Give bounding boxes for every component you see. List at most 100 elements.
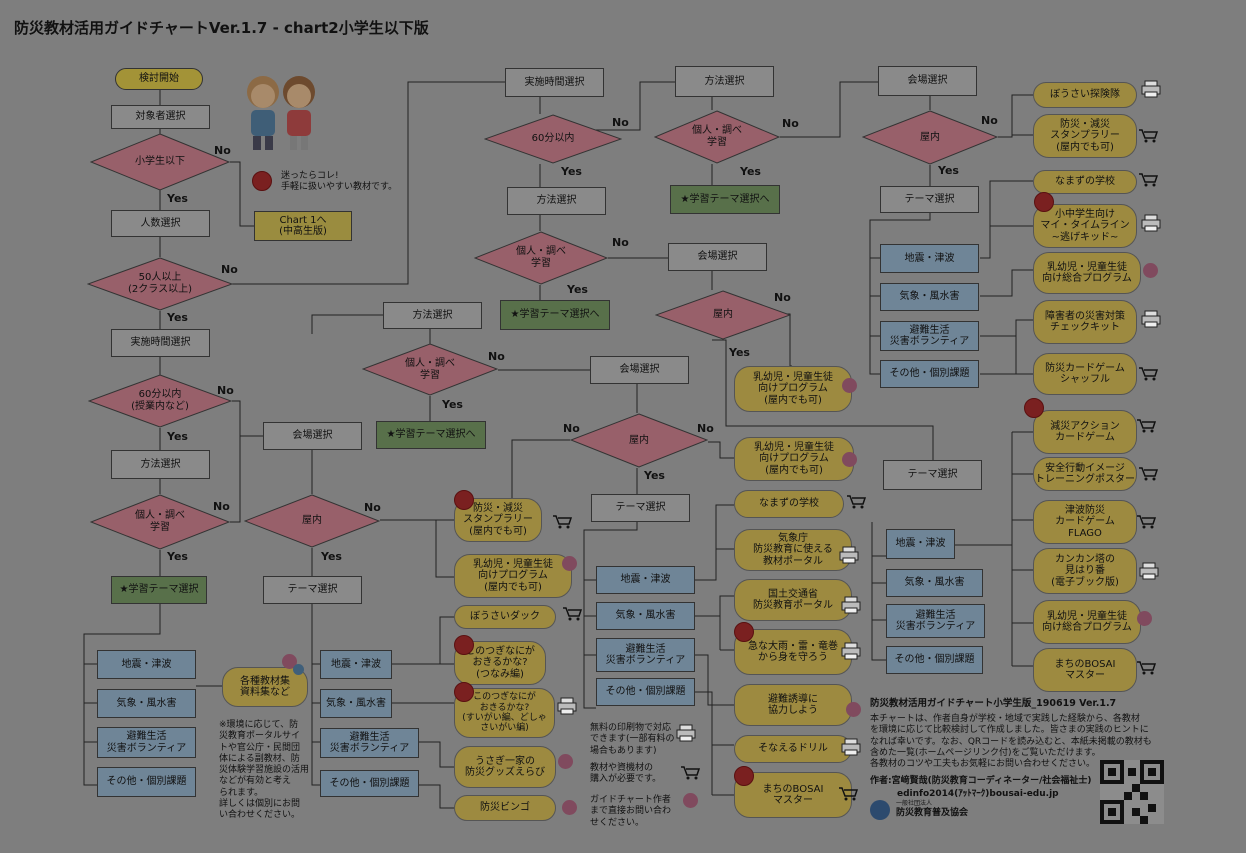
printer-icon — [676, 724, 696, 742]
node-shuffle[interactable]: 防災カードゲーム シャッフル — [1033, 353, 1137, 395]
node-other-3[interactable]: その他・個別課題 — [596, 678, 695, 706]
node-tankentai[interactable]: ぼうさい探険隊 — [1033, 82, 1137, 108]
node-evac-1[interactable]: 避難生活 災害ボランティア — [97, 727, 196, 758]
recommend-badge-icon — [734, 622, 754, 642]
node-bosai-2[interactable]: まちのBOSAI マスター — [1033, 648, 1137, 692]
node-kankan[interactable]: カンカン塔の 見はり番 (電子ブック版) — [1033, 548, 1137, 594]
label-no: No — [612, 116, 629, 129]
node-venue-1: 会場選択 — [263, 422, 362, 450]
node-quake-5[interactable]: 地震・津波 — [880, 244, 979, 273]
node-rally-2[interactable]: 防災・減災 スタンプラリー (屋内でも可) — [1033, 114, 1137, 158]
decision-indoor-1: 屋内 — [244, 494, 380, 548]
label-yes: Yes — [644, 469, 665, 482]
node-theme-2[interactable]: ★学習テーマ選択へ — [376, 421, 486, 449]
node-kids-2[interactable]: 乳幼児・児童生徒 向けプログラム (屋内でも可) — [734, 437, 854, 481]
node-other-4[interactable]: その他・個別課題 — [886, 646, 983, 674]
node-evac-5[interactable]: 避難生活 災害ボランティア — [880, 321, 979, 351]
printer-icon — [1141, 80, 1161, 98]
node-weather-4[interactable]: 気象・風水害 — [886, 569, 983, 597]
node-namazu-2[interactable]: なまずの学校 — [1033, 170, 1137, 194]
qa-icon — [842, 452, 857, 467]
printer-icon — [1141, 214, 1161, 232]
node-timeline[interactable]: 小中学生向け マイ・タイムライン ~逃げキッド~ — [1033, 204, 1137, 248]
node-weather-5[interactable]: 気象・風水害 — [880, 283, 979, 311]
label-yes: Yes — [167, 192, 188, 205]
node-shelter[interactable]: 避難誘導に 協力しよう — [734, 684, 852, 726]
node-bingo[interactable]: 防災ビンゴ — [454, 795, 556, 821]
qa-icon — [846, 702, 861, 717]
decision-indoor-3: 屋内 — [655, 290, 791, 340]
node-evac-4[interactable]: 避難生活 災害ボランティア — [886, 604, 985, 638]
node-evac-3[interactable]: 避難生活 災害ボランティア — [596, 638, 695, 672]
node-weather-3[interactable]: 気象・風水害 — [596, 602, 695, 630]
node-kids-3[interactable]: 乳幼児・児童生徒 向けプログラム (屋内でも可) — [734, 366, 852, 412]
node-evac-2[interactable]: 避難生活 災害ボランティア — [320, 728, 419, 758]
recommend-note: 迷ったらコレ! 手軽に扱いやすい教材です。 — [281, 171, 398, 193]
label-no: No — [488, 350, 505, 363]
node-method-select-4: 方法選択 — [675, 66, 774, 97]
qr-code-icon[interactable] — [1100, 760, 1164, 824]
node-mlit[interactable]: 国土交通省 防災教育ポータル — [734, 579, 852, 621]
node-other-2[interactable]: その他・個別課題 — [320, 770, 419, 797]
node-venue-3: 会場選択 — [668, 243, 767, 271]
node-weather-1[interactable]: 気象・風水害 — [97, 689, 196, 718]
node-kids-5[interactable]: 乳幼児・児童生徒 向け総合プログラム — [1033, 252, 1141, 294]
node-quake-4[interactable]: 地震・津波 — [886, 529, 955, 559]
node-flago[interactable]: 津波防災 カードゲーム FLAGO — [1033, 500, 1137, 544]
qa-icon — [1137, 611, 1152, 626]
label-yes: Yes — [561, 165, 582, 178]
label-no: No — [697, 422, 714, 435]
node-misc[interactable]: 各種教材集 資料集など — [222, 667, 308, 707]
node-quake-1[interactable]: 地震・津波 — [97, 650, 196, 679]
footer-contact: edinfo2014(ｱｯﾄﾏｰｸ)bousai-edu.jp — [897, 789, 1059, 799]
qa-icon — [1143, 263, 1158, 278]
label-no: No — [213, 500, 230, 513]
node-rabbit[interactable]: うさぎ一家の 防災グッズえらび — [454, 746, 556, 788]
node-quake-3[interactable]: 地震・津波 — [596, 566, 695, 594]
cart-icon — [553, 515, 572, 529]
node-target-select: 対象者選択 — [111, 105, 210, 129]
recommend-badge-icon — [454, 682, 474, 702]
node-bosai-1[interactable]: まちのBOSAI マスター — [734, 772, 852, 818]
node-safety[interactable]: 安全行動イメージ トレーニングポスター — [1033, 457, 1137, 491]
decision-elementary: 小学生以下 — [90, 133, 230, 191]
node-time-select-1: 実施時間選択 — [111, 329, 210, 357]
legend-buy: 教材や資機材の 購入が必要です。 — [590, 763, 662, 785]
cart-icon — [681, 766, 700, 780]
printer-icon — [1141, 310, 1161, 328]
note-left: ※環境に応じて、防 災教育ポータルサイ トや官公庁・民間団 体による副教材、防 … — [219, 720, 310, 820]
node-namazu-1[interactable]: なまずの学校 — [734, 490, 844, 518]
node-theme-1[interactable]: ★学習テーマ選択 — [111, 576, 207, 604]
decision-individual-4: 個人・調べ 学習 — [654, 110, 780, 164]
recommend-badge-icon — [454, 490, 474, 510]
recommend-badge-icon — [1034, 192, 1054, 212]
node-rain[interactable]: 急な大雨・雷・竜巻 から身を守ろう — [734, 629, 852, 675]
node-weather-2[interactable]: 気象・風水害 — [320, 689, 392, 718]
decision-individual-2: 個人・調べ 学習 — [362, 343, 498, 396]
node-jma[interactable]: 気象庁 防災教育に使える 教材ポータル — [734, 529, 852, 571]
legend-print: 無料の印刷物で対応 できます(一部有料の 場合もあります) — [590, 723, 675, 756]
node-time-select-2: 実施時間選択 — [505, 68, 604, 97]
node-action[interactable]: 減災アクション カードゲーム — [1033, 410, 1137, 454]
node-quake-2[interactable]: 地震・津波 — [320, 650, 392, 679]
label-yes: Yes — [729, 346, 750, 359]
label-no: No — [221, 263, 238, 276]
node-theme-3[interactable]: ★学習テーマ選択へ — [500, 300, 610, 330]
org-small-name: 一般社団法人 — [896, 800, 933, 807]
printer-icon — [557, 697, 577, 715]
node-duck[interactable]: ぼうさいダック — [454, 605, 556, 629]
node-chart1[interactable]: Chart 1へ (中高生版) — [254, 211, 352, 241]
node-theme-4[interactable]: ★学習テーマ選択へ — [670, 185, 780, 214]
node-kids-1[interactable]: 乳幼児・児童生徒 向けプログラム (屋内でも可) — [454, 554, 572, 598]
node-other-5[interactable]: その他・個別課題 — [880, 360, 979, 388]
node-other-1[interactable]: その他・個別課題 — [97, 767, 196, 797]
node-drill[interactable]: そなえるドリル — [734, 735, 852, 763]
node-theme-select-3: テーマ選択 — [883, 460, 982, 490]
node-disabled[interactable]: 障害者の災害対策 チェックキット — [1033, 300, 1137, 344]
node-number-select: 人数選択 — [111, 210, 210, 237]
printer-icon — [839, 546, 859, 564]
qa-small-icon — [293, 664, 304, 675]
qa-icon — [562, 556, 577, 571]
node-kids-4[interactable]: 乳幼児・児童生徒 向け総合プログラム — [1033, 600, 1141, 644]
